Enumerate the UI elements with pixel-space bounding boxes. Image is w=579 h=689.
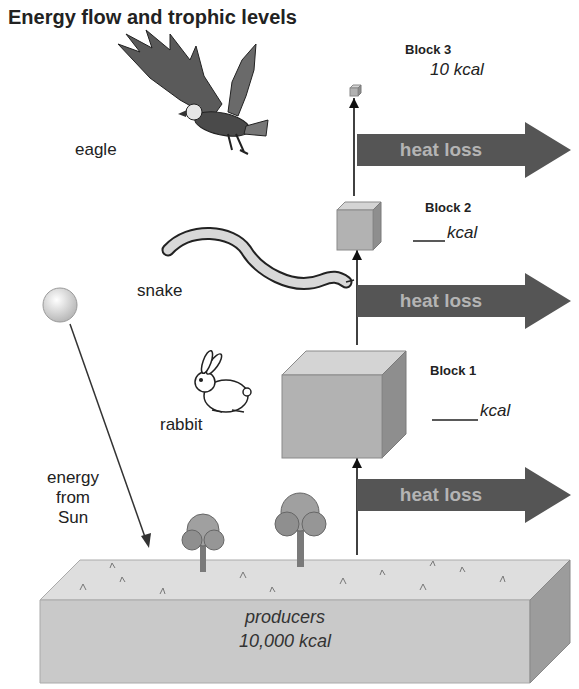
energy-value: kcal (480, 401, 510, 421)
heat-loss-arrow: heat loss (357, 467, 571, 523)
organism-label: snake (137, 281, 182, 301)
energy-value: kcal (447, 223, 477, 243)
organism-label: rabbit (160, 415, 203, 435)
tree (275, 493, 326, 567)
producers-label: 10,000 kcal (40, 631, 530, 652)
block-label: Block 2 (425, 200, 471, 215)
energy-block: Block 1 kcal (282, 345, 532, 458)
arrow-label: heat loss (357, 285, 525, 317)
arrow-label: heat loss (357, 134, 525, 166)
heat-loss-arrow: heat loss (357, 273, 571, 329)
energy-block: Block 3 10 kcal (348, 40, 508, 98)
organism-label: eagle (75, 140, 117, 160)
sun-ray-head (141, 533, 151, 548)
rabbit-drawing (195, 349, 251, 412)
block-label: Block 3 (405, 42, 451, 57)
sun (43, 288, 77, 322)
organism-label: energy from Sun (44, 468, 102, 528)
heat-loss-arrow: heat loss (357, 122, 571, 178)
energy-block: Block 2 kcal (337, 196, 527, 250)
snake-drawing (168, 233, 354, 283)
producers-label: producers (40, 607, 530, 628)
eagle-drawing (118, 30, 268, 154)
arrow-label: heat loss (357, 479, 525, 511)
producers-slab: producers 10,000 kcal (38, 555, 573, 687)
energy-value: 10 kcal (430, 60, 484, 80)
sun-ray (70, 324, 146, 540)
block-label: Block 1 (430, 363, 476, 378)
diagram-title: Energy flow and trophic levels (8, 6, 297, 29)
